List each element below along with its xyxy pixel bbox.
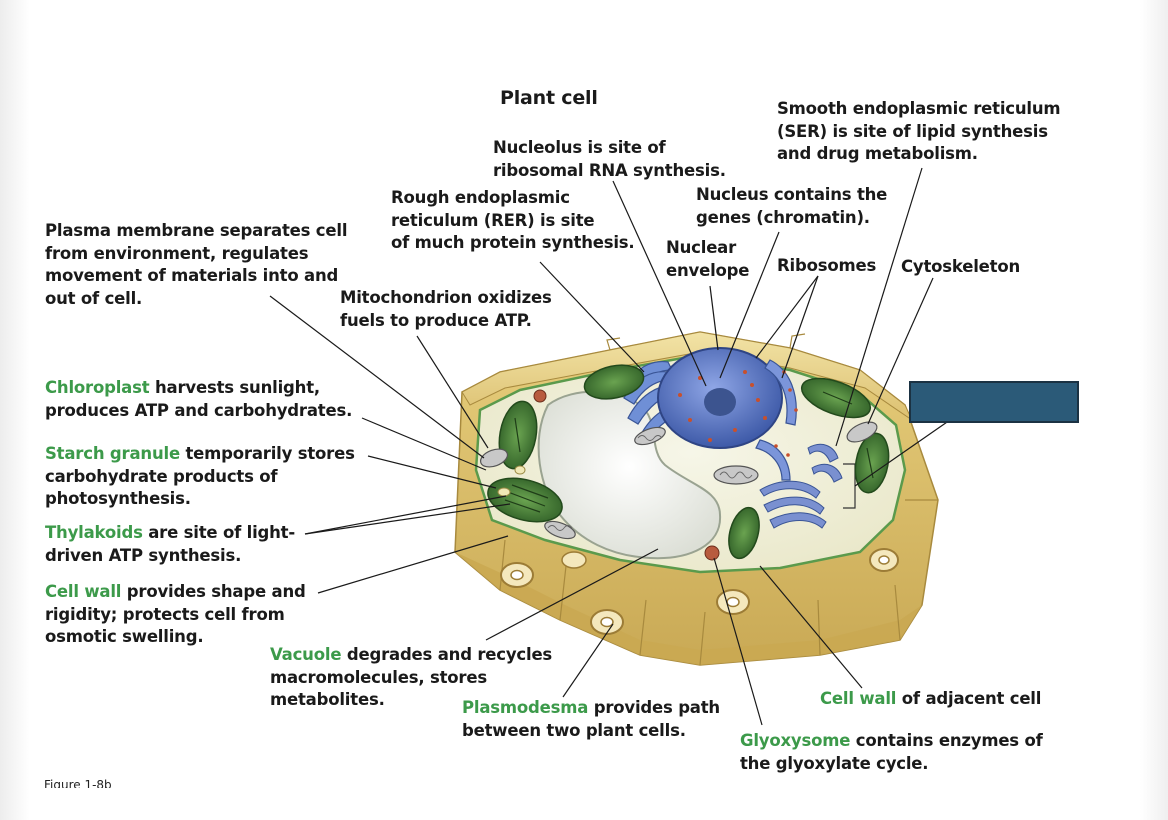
desc-glyoxysome: contains enzymes of the glyoxylate cycle… bbox=[740, 731, 1043, 773]
label-ribosomes: Ribosomes bbox=[777, 256, 877, 275]
desc-vacuole: degrades and recycles macromolecules, st… bbox=[270, 645, 553, 709]
label-glyoxysome: Glyoxysome contains enzymes of the glyox… bbox=[740, 730, 1043, 775]
term-thylakoids: Thylakoids bbox=[45, 523, 143, 542]
desc-plasmodesma: provides path between two plant cells. bbox=[462, 698, 720, 740]
label-mitochondrion: Mitochondrion oxidizes fuels to produce … bbox=[340, 288, 552, 330]
term-adjacent-cell-wall: Cell wall bbox=[820, 689, 897, 708]
label-cell-wall: Cell wall provides shape and rigidity; p… bbox=[45, 581, 306, 649]
label-thylakoids: Thylakoids are site of light- driven ATP… bbox=[45, 522, 295, 567]
term-glyoxysome: Glyoxysome bbox=[740, 731, 851, 750]
label-nuclear-envelope: Nuclear envelope bbox=[666, 238, 750, 280]
label-chloroplast: Chloroplast harvests sunlight, produces … bbox=[45, 377, 352, 422]
label-rer: Rough endoplasmic reticulum (RER) is sit… bbox=[391, 188, 635, 252]
term-starch-granule: Starch granule bbox=[45, 444, 180, 463]
label-vacuole: Vacuole degrades and recycles macromolec… bbox=[270, 644, 552, 712]
desc-chloroplast: harvests sunlight, produces ATP and carb… bbox=[45, 378, 353, 420]
desc-adjacent-cell-wall: of adjacent cell bbox=[896, 689, 1042, 708]
label-plasma-membrane: Plasma membrane separates cell from envi… bbox=[45, 221, 348, 308]
label-starch-granule: Starch granule temporarily stores carboh… bbox=[45, 443, 355, 511]
label-adjacent-cell-wall: Cell wall of adjacent cell bbox=[820, 688, 1041, 711]
label-nucleolus: Nucleolus is site of ribosomal RNA synth… bbox=[493, 138, 726, 180]
label-ser: Smooth endoplasmic reticulum (SER) is si… bbox=[777, 99, 1061, 163]
term-vacuole: Vacuole bbox=[270, 645, 342, 664]
label-cytoskeleton: Cytoskeleton bbox=[901, 257, 1021, 276]
figure-caption: Figure 1-8b bbox=[44, 778, 112, 788]
desc-cell-wall: provides shape and rigidity; protects ce… bbox=[45, 582, 306, 646]
desc-starch-granule: temporarily stores carbohydrate products… bbox=[45, 444, 355, 508]
term-cell-wall: Cell wall bbox=[45, 582, 122, 601]
diagram-title: Plant cell bbox=[500, 87, 598, 109]
label-nucleus: Nucleus contains the genes (chromatin). bbox=[696, 185, 888, 227]
hidden-label-box bbox=[909, 381, 1079, 423]
label-plasmodesma: Plasmodesma provides path between two pl… bbox=[462, 697, 720, 742]
term-plasmodesma: Plasmodesma bbox=[462, 698, 589, 717]
term-chloroplast: Chloroplast bbox=[45, 378, 150, 397]
desc-thylakoids: are site of light- driven ATP synthesis. bbox=[45, 523, 296, 565]
